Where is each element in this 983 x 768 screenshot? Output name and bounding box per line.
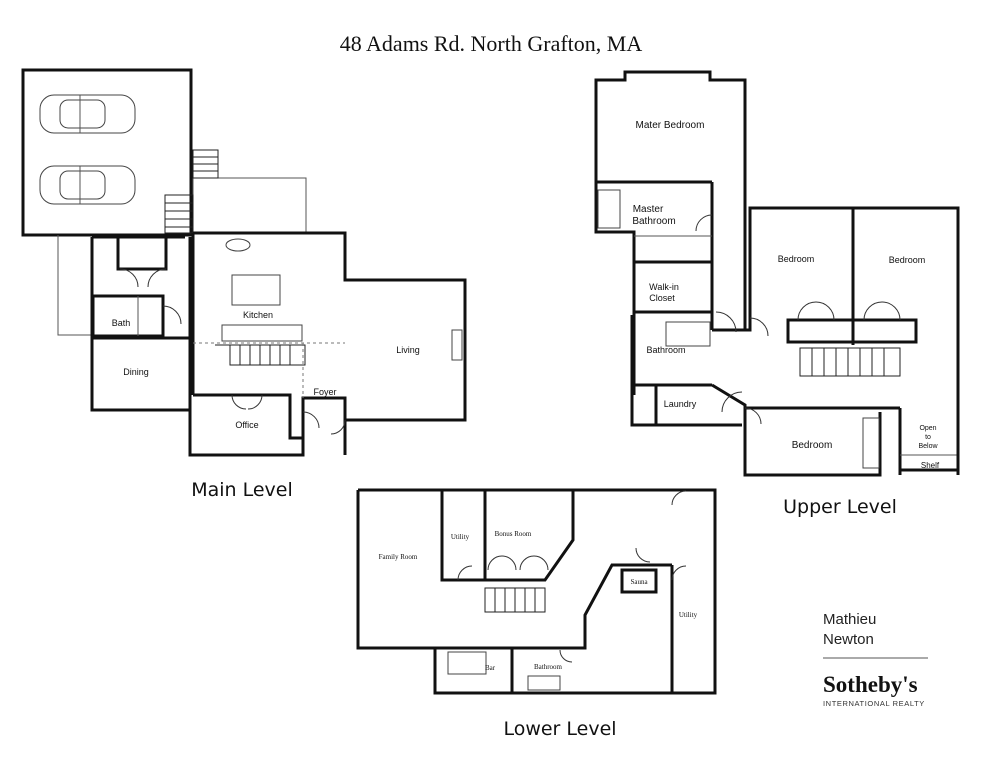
main-level-plan: Bath Kitchen Dining Living Foyer Office — [21, 68, 467, 457]
brand-subtitle: INTERNATIONAL REALTY — [823, 699, 925, 708]
lower-level-label: Lower Level — [503, 718, 616, 740]
car-icon — [39, 165, 136, 205]
room-label-bedroom-1: Bedroom — [778, 254, 815, 264]
lower-stairs — [484, 587, 546, 613]
deck — [192, 177, 307, 234]
page-title: 48 Adams Rd. North Grafton, MA — [340, 31, 643, 56]
room-label-bonus-room: Bonus Room — [495, 530, 532, 538]
room-label-bathroom-lower: Bathroom — [534, 663, 563, 671]
upper-level-label: Upper Level — [783, 496, 897, 518]
room-label-bedroom-2: Bedroom — [889, 255, 926, 265]
deck-stairs — [164, 149, 219, 234]
room-label-master-bedroom: Mater Bedroom — [636, 120, 705, 131]
main-level-label: Main Level — [191, 479, 293, 501]
room-label-dining: Dining — [123, 367, 149, 377]
upper-stairs — [799, 347, 901, 377]
upper-level-plan: Mater Bedroom Master Bathroom Walk-in Cl… — [594, 70, 960, 477]
agent-last-name: Newton — [823, 631, 874, 648]
garage — [21, 68, 193, 237]
bath-room — [91, 294, 165, 338]
room-label-bath: Bath — [112, 318, 131, 328]
brand-logo: Sotheby's — [823, 672, 918, 697]
room-label-foyer: Foyer — [313, 387, 336, 397]
room-label-bedroom-3: Bedroom — [792, 440, 833, 451]
main-stairs — [215, 344, 306, 366]
room-label-walkin-1: Walk-in — [649, 282, 679, 292]
car-icon — [39, 94, 136, 134]
room-label-bar: Bar — [485, 664, 496, 672]
room-label-kitchen: Kitchen — [243, 310, 273, 320]
room-label-shelf: Shelf — [921, 461, 940, 470]
kitchen-island — [231, 274, 281, 306]
room-label-office: Office — [235, 420, 258, 430]
room-label-open-2: to — [925, 434, 931, 441]
room-label-master-bath-2: Bathroom — [632, 216, 675, 227]
lower-level-plan: Family Room Utility Bonus Room Sauna Uti… — [356, 488, 717, 695]
room-label-master-bath-1: Master — [633, 204, 664, 215]
room-label-open-3: Below — [918, 443, 938, 450]
room-label-sauna: Sauna — [630, 578, 648, 586]
room-label-bathroom-upper: Bathroom — [646, 345, 685, 355]
brand-block: Mathieu Newton Sotheby's INTERNATIONAL R… — [823, 611, 928, 708]
room-label-open-1: Open — [919, 425, 936, 432]
room-label-family-room: Family Room — [379, 553, 418, 561]
room-label-walkin-2: Closet — [649, 293, 675, 303]
room-label-utility-1: Utility — [451, 533, 470, 541]
room-label-utility-2: Utility — [679, 611, 698, 619]
agent-first-name: Mathieu — [823, 611, 876, 628]
room-label-laundry: Laundry — [664, 399, 697, 409]
room-label-living: Living — [396, 345, 420, 355]
